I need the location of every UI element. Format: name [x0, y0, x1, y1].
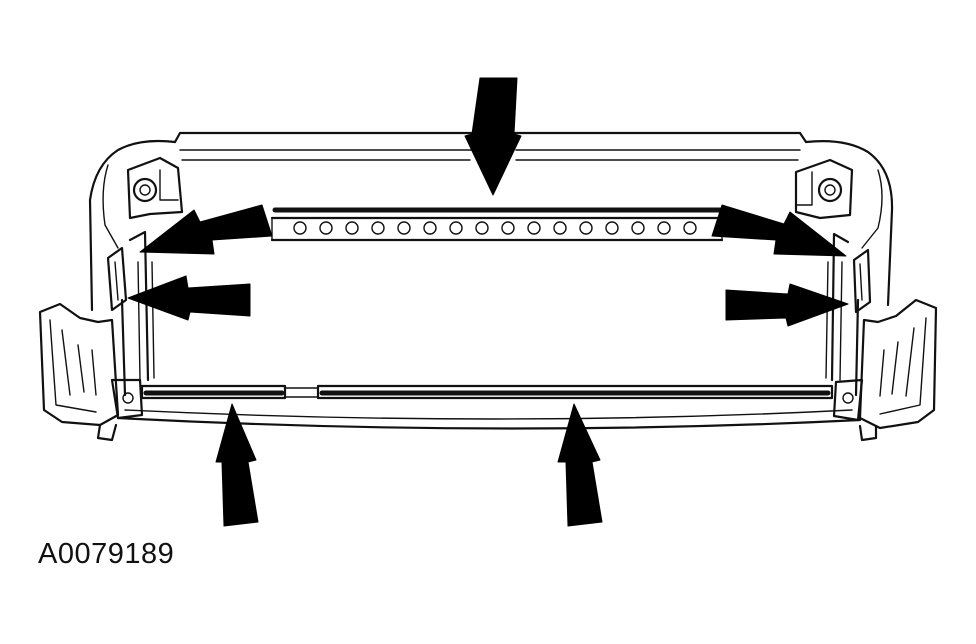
arrow-lower-left — [215, 403, 259, 527]
lower-crossbar — [140, 384, 834, 400]
left-side-shield — [38, 302, 144, 442]
right-side-shield — [832, 298, 938, 442]
arrow-top-center — [464, 77, 522, 196]
left-hinge-bracket — [106, 156, 184, 312]
right-hinge-bracket — [794, 158, 872, 314]
left-side-rail — [120, 230, 155, 397]
upper-crossbar — [270, 207, 724, 242]
arrow-upper-right — [711, 204, 847, 257]
right-side-rail — [825, 232, 860, 397]
figure-caption: A0079189 — [38, 538, 175, 570]
arrow-middle-right — [725, 283, 849, 327]
arrow-middle-left — [127, 275, 251, 321]
crossbar-holes — [293, 221, 697, 235]
callout-arrows — [127, 77, 849, 527]
arrow-upper-left — [139, 204, 273, 255]
arrow-lower-right — [557, 403, 603, 527]
